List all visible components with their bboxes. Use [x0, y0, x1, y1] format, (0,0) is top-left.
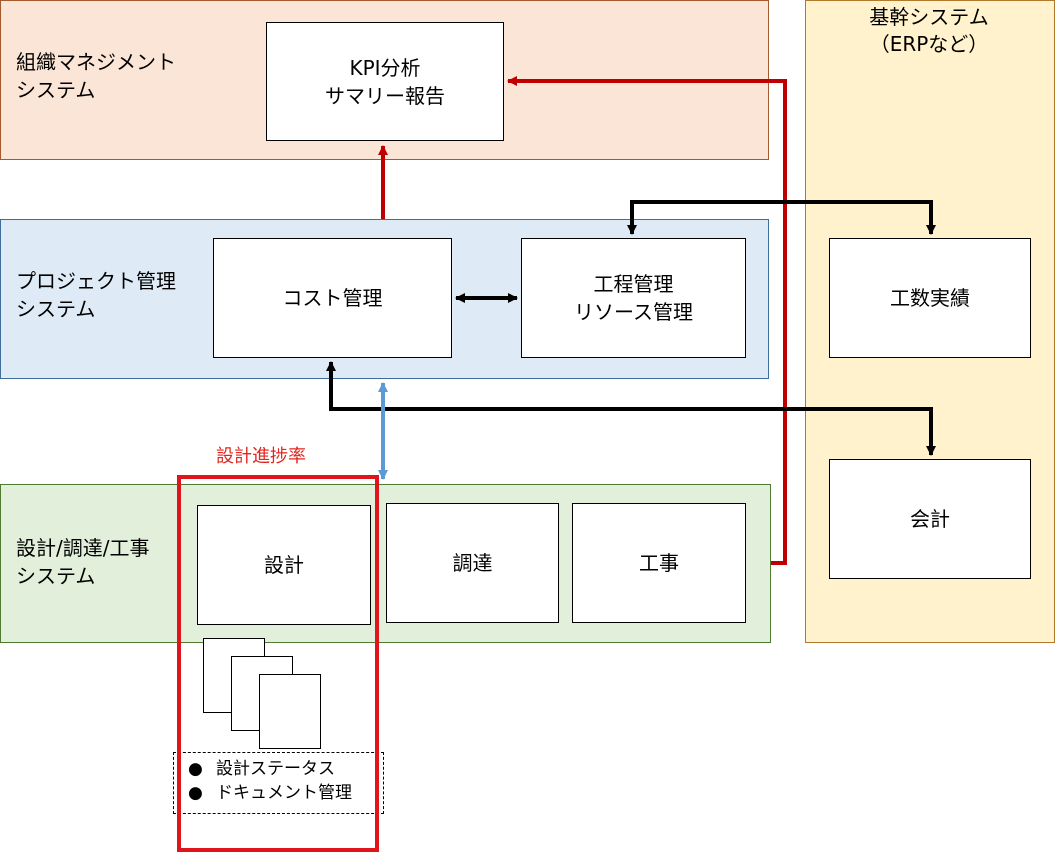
note-item: ●設計ステータス: [188, 759, 335, 779]
schedule-resource-node: 工程管理 リソース管理: [521, 238, 746, 358]
bullet-icon: ●: [188, 783, 203, 803]
manhours-node: 工数実績: [829, 238, 1031, 358]
kpi-summary-node: KPI分析 サマリー報告: [266, 22, 504, 141]
design-progress-label: 設計進捗率: [216, 446, 306, 467]
bullet-icon: ●: [188, 759, 203, 779]
execution-system-label: 設計/調達/工事 システム: [16, 536, 150, 588]
procurement-node: 調達: [386, 503, 559, 623]
design-notes-box: ●設計ステータス ●ドキュメント管理: [173, 752, 384, 814]
management-system-label: 組織マネジメント システム: [16, 50, 176, 102]
design-progress-frame: [177, 475, 379, 852]
erp-system-title: 基幹システム （ERPなど）: [869, 5, 989, 56]
construction-node: 工事: [572, 503, 746, 623]
connector-schedule-manhours: [627, 200, 936, 235]
connector-construction-to-kpi: [507, 76, 787, 565]
project-system-label: プロジェクト管理 システム: [16, 269, 176, 321]
document-icon: [259, 674, 321, 749]
connector-cost-accounting: [326, 361, 936, 456]
note-item: ●ドキュメント管理: [188, 783, 352, 803]
design-node: 設計: [197, 505, 371, 625]
cost-management-node: コスト管理: [213, 238, 452, 358]
accounting-node: 会計: [829, 459, 1031, 579]
